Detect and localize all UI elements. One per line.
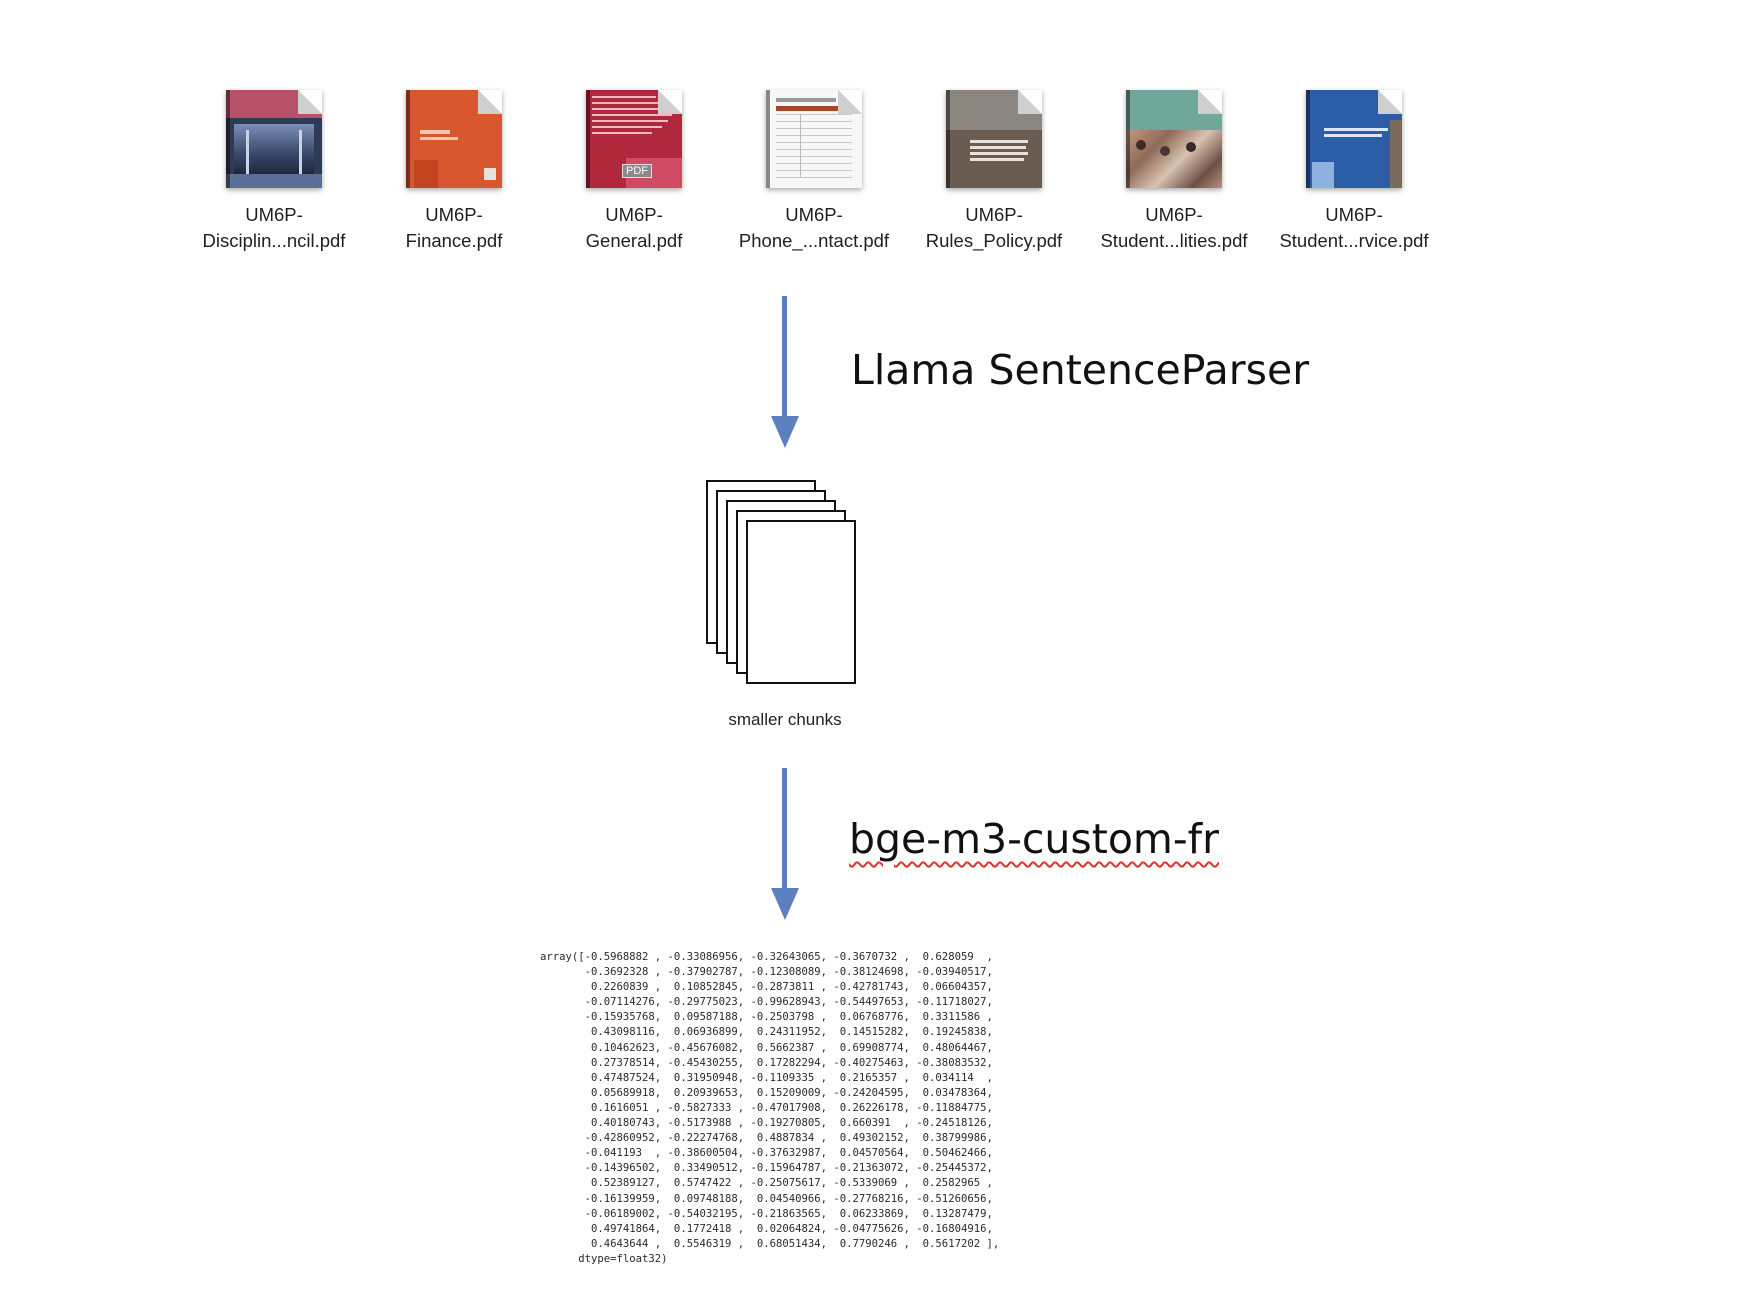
file-um6p-finance[interactable]: UM6P- Finance.pdf [364, 86, 544, 254]
file-um6p-student-service[interactable]: UM6P- Student...rvice.pdf [1264, 86, 1444, 254]
pdf-document-icon [766, 90, 862, 188]
embedding-model-label: bge-m3-custom-fr [849, 815, 1219, 863]
file-um6p-rules-policy[interactable]: UM6P- Rules_Policy.pdf [904, 86, 1084, 254]
pdf-badge: PDF [622, 164, 652, 178]
pdf-file-row: UM6P- Disciplin...ncil.pdf UM6P- Finance… [0, 86, 1750, 256]
pdf-document-icon [226, 90, 322, 188]
file-name-label: UM6P- Finance.pdf [405, 204, 503, 251]
pdf-document-icon [1306, 90, 1402, 188]
down-arrow-parse [771, 296, 799, 448]
file-um6p-student-facilities[interactable]: UM6P- Student...lities.pdf [1084, 86, 1264, 254]
pdf-document-icon: PDF [586, 90, 682, 188]
file-name-label: UM6P- Student...rvice.pdf [1279, 204, 1429, 251]
chunks-caption: smaller chunks [728, 710, 842, 729]
pdf-document-icon [946, 90, 1042, 188]
embedding-array-output: array([-0.5968882 , -0.33086956, -0.3264… [540, 951, 1000, 1265]
chunk-sheet [746, 520, 856, 684]
file-name-label: UM6P- General.pdf [585, 204, 683, 251]
pdf-document-icon [406, 90, 502, 188]
file-name-label: UM6P- Disciplin...ncil.pdf [202, 204, 346, 251]
file-um6p-general[interactable]: PDF UM6P- General.pdf [544, 86, 724, 254]
file-um6p-phone-contact[interactable]: UM6P- Phone_...ntact.pdf [724, 86, 904, 254]
pdf-document-icon [1126, 90, 1222, 188]
down-arrow-embed [771, 768, 799, 920]
file-name-label: UM6P- Student...lities.pdf [1100, 204, 1248, 251]
chunk-stack-icon [704, 480, 864, 690]
file-name-label: UM6P- Phone_...ntact.pdf [738, 204, 890, 251]
file-um6p-disciplinary[interactable]: UM6P- Disciplin...ncil.pdf [184, 86, 364, 254]
parser-step-label: Llama SentenceParser [851, 346, 1310, 394]
file-name-label: UM6P- Rules_Policy.pdf [925, 204, 1063, 251]
